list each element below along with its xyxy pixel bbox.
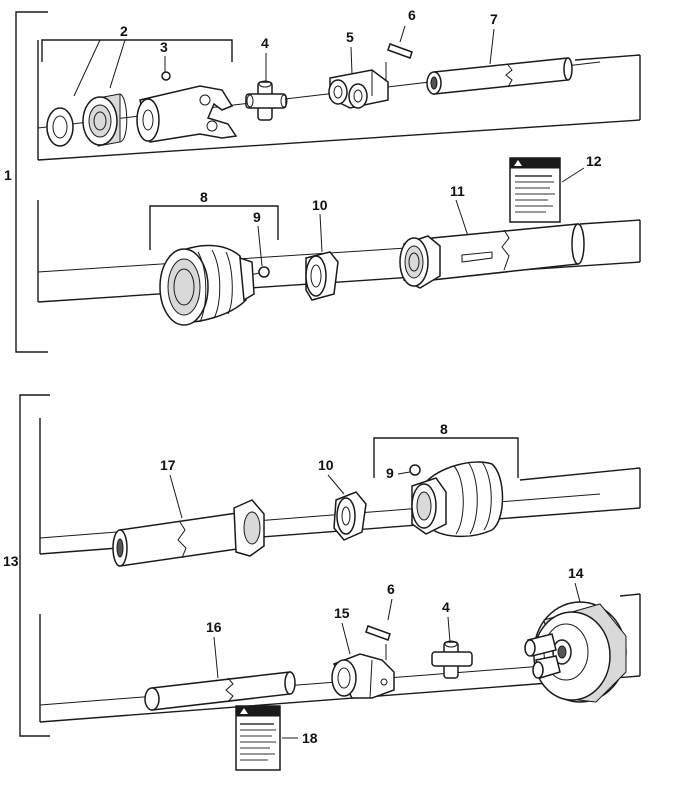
callout-7: 7	[490, 11, 498, 27]
outer-shield-tube-bottom	[112, 499, 265, 567]
leader-12	[561, 167, 585, 183]
callout-13: 13	[3, 553, 19, 569]
leader-2b	[109, 39, 126, 89]
callout-8b-bracket	[373, 437, 519, 478]
leader-16	[213, 636, 219, 679]
outer-yoke-bottom	[331, 653, 395, 699]
leader-9b	[397, 471, 411, 475]
bearing-ring	[82, 93, 128, 147]
callout-4: 4	[261, 35, 269, 51]
outer-shield-tube	[399, 223, 585, 289]
panel-a-outline	[37, 40, 641, 161]
retaining-screw-b	[409, 464, 421, 476]
callout-5: 5	[346, 29, 354, 45]
leader-17	[169, 474, 183, 519]
callout-1: 1	[4, 167, 12, 183]
callout-2-bracket	[41, 39, 233, 62]
grease-fitting	[161, 71, 171, 81]
bearing-ring-b	[305, 251, 339, 301]
callout-8-bracket	[149, 205, 279, 250]
callout-16: 16	[206, 619, 222, 635]
warning-decal-bottom	[235, 705, 281, 771]
callout-10b: 10	[318, 457, 334, 473]
outer-yoke-top	[328, 69, 389, 109]
callout-3: 3	[160, 39, 168, 55]
callout-2: 2	[120, 23, 128, 39]
safety-shield-cone	[159, 244, 255, 326]
panel-d-outline	[39, 593, 641, 723]
leader-6	[399, 25, 406, 43]
callout-11: 11	[450, 183, 465, 199]
leader-9	[257, 225, 263, 267]
callout-18: 18	[302, 730, 318, 746]
leader-15	[341, 622, 351, 655]
group-1-bracket	[15, 11, 48, 353]
leader-11	[455, 199, 469, 237]
inner-yoke	[136, 85, 238, 143]
callout-17: 17	[160, 457, 176, 473]
panel-b-outline	[37, 200, 641, 303]
callout-12: 12	[586, 153, 602, 169]
leader-5	[350, 46, 353, 75]
callout-8b: 8	[440, 421, 448, 437]
callout-6: 6	[408, 7, 416, 23]
panel-d-axis	[39, 659, 621, 706]
cross-journal-bottom	[431, 640, 473, 679]
thrust-washer	[46, 107, 74, 147]
spring-pin-bottom	[365, 625, 391, 641]
callout-9b: 9	[386, 465, 394, 481]
callout-14: 14	[568, 565, 584, 581]
leader-4b	[447, 616, 451, 643]
warning-decal-top	[509, 157, 561, 223]
leader-6b	[387, 598, 393, 621]
inner-tube-bottom	[144, 671, 296, 711]
callout-6b: 6	[387, 581, 395, 597]
spring-pin	[387, 43, 413, 59]
group-13-bracket	[19, 394, 50, 737]
callout-8: 8	[200, 189, 208, 205]
inner-tube-top	[426, 57, 573, 95]
callout-10: 10	[312, 197, 328, 213]
leader-2a	[73, 39, 101, 97]
callout-15: 15	[334, 605, 350, 621]
callout-4b: 4	[442, 599, 450, 615]
cross-journal	[245, 80, 288, 121]
leader-10	[319, 213, 323, 253]
safety-shield-cone-bottom	[411, 461, 504, 538]
callout-9: 9	[253, 209, 261, 225]
bearing-ring-c	[333, 491, 367, 541]
leader-7	[489, 28, 495, 65]
leader-14	[574, 582, 581, 603]
slip-clutch-assembly	[524, 601, 627, 703]
leader-10b	[327, 474, 345, 495]
